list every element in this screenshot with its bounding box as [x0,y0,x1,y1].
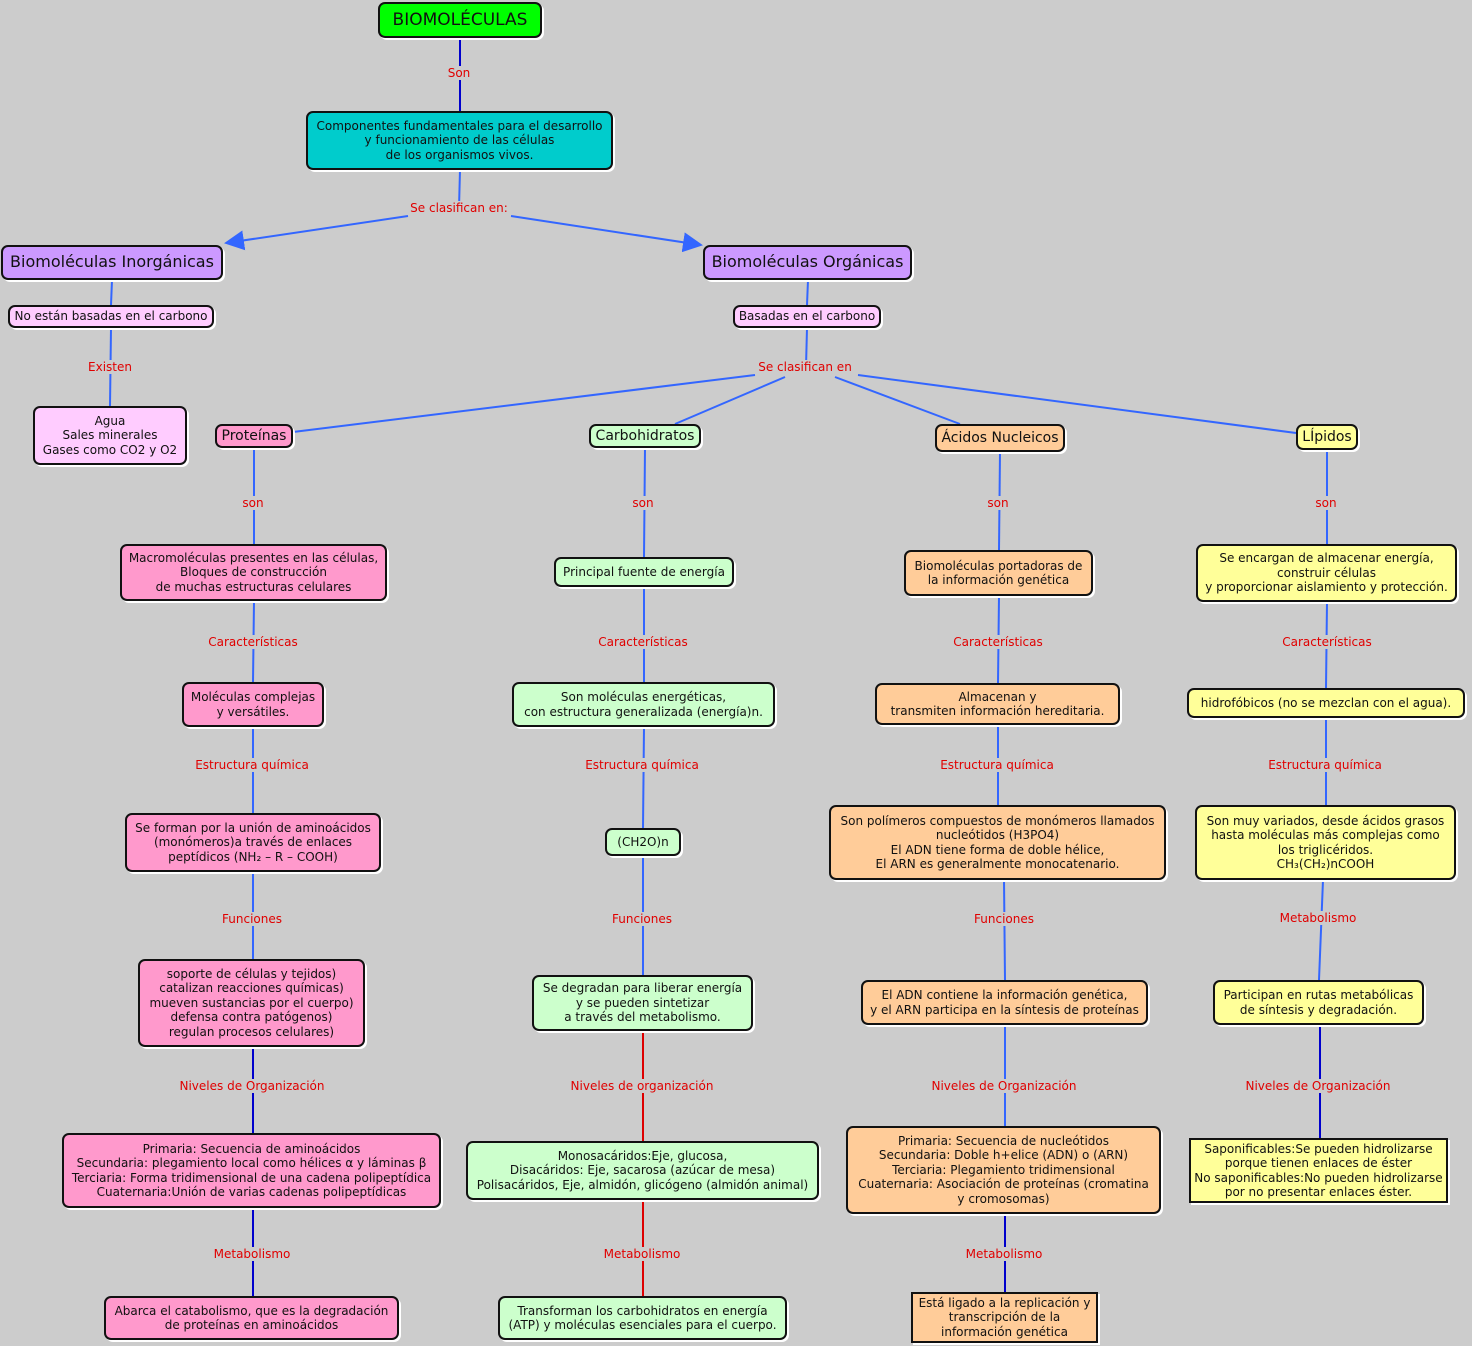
node-carbs-metabolism[interactable]: Transforman los carbohidratos en energía… [498,1296,787,1340]
node-carbs[interactable]: Carbohidratos [589,424,701,448]
node-title[interactable]: BIOMOLÉCULAS [378,2,542,38]
link-label-levels: Niveles de Organización [177,1079,327,1093]
node-proteins-metabolism[interactable]: Abarca el catabolismo, que es la degrada… [104,1296,399,1340]
link-label-levels: Niveles de Organización [1243,1079,1393,1093]
link-label-structure: Estructura química [938,758,1056,772]
link-label-classify: Se clasifican en [756,360,854,374]
node-proteins-definition[interactable]: Macromoléculas presentes en las células,… [120,544,387,601]
link-label-structure: Estructura química [583,758,701,772]
link-label-functions: Funciones [610,912,674,926]
node-lipids[interactable]: LÍpidos [1296,424,1358,450]
node-carbs-levels[interactable]: Monosacáridos:Eje, glucosa, Disacáridos:… [466,1141,819,1200]
node-proteins[interactable]: Proteínas [215,424,293,448]
node-proteins-functions[interactable]: soporte de células y tejidos) catalizan … [138,959,365,1047]
link-label-son: son [240,496,266,510]
link-label-characteristics: Características [1280,635,1374,649]
link-label-son: son [630,496,656,510]
node-nucleic-functions[interactable]: El ADN contiene la información genética,… [861,980,1148,1025]
node-nucleic[interactable]: Ácidos Nucleicos [935,424,1065,452]
node-nucleic-structure[interactable]: Son polímeros compuestos de monómeros ll… [829,805,1166,880]
link-label-metabolism: Metabolismo [211,1247,293,1261]
link-label-metabolism: Metabolismo [601,1247,683,1261]
node-inorganic[interactable]: Biomoléculas Inorgánicas [1,245,223,280]
link-label-characteristics: Características [596,635,690,649]
link-label-characteristics: Características [206,635,300,649]
node-carbs-definition[interactable]: Principal fuente de energía [554,557,734,587]
link-label-son: Son [445,66,473,80]
node-inorganic-list[interactable]: Agua Sales minerales Gases como CO2 y O2 [33,406,187,465]
node-organic[interactable]: Biomoléculas Orgánicas [703,245,912,280]
link-label-levels: Niveles de Organización [929,1079,1079,1093]
node-carbon[interactable]: Basadas en el carbono [733,305,881,328]
link-label-structure: Estructura química [1266,758,1384,772]
link-label-existen: Existen [86,360,134,374]
link-label-classify: Se clasifican en: [408,201,510,215]
node-not-carbon[interactable]: No están basadas en el carbono [8,305,214,328]
node-carbs-functions[interactable]: Se degradan para liberar energía y se pu… [532,975,753,1031]
node-proteins-levels[interactable]: Primaria: Secuencia de aminoácidos Secun… [62,1133,441,1208]
node-nucleic-definition[interactable]: Biomoléculas portadoras de la informació… [904,550,1093,596]
node-nucleic-characteristics[interactable]: Almacenan y transmiten información hered… [875,683,1120,725]
node-lipids-structure[interactable]: Son muy variados, desde ácidos grasos ha… [1195,805,1456,880]
node-nucleic-metabolism[interactable]: Está ligado a la replicación y transcrip… [911,1292,1098,1343]
node-lipids-metabolism[interactable]: Participan en rutas metabólicas de sínte… [1213,980,1424,1025]
link-label-levels: Niveles de organización [568,1079,716,1093]
link-label-structure: Estructura química [193,758,311,772]
link-label-son: son [1313,496,1339,510]
node-proteins-structure[interactable]: Se forman por la unión de aminoácidos (m… [125,813,381,872]
link-label-son: son [985,496,1011,510]
link-label-metabolism: Metabolismo [1277,911,1359,925]
link-label-functions: Funciones [972,912,1036,926]
node-nucleic-levels[interactable]: Primaria: Secuencia de nucleótidos Secun… [846,1126,1161,1214]
node-lipids-definition[interactable]: Se encargan de almacenar energía, constr… [1196,544,1457,602]
node-carbs-structure[interactable]: (CH2O)n [605,828,681,856]
node-components[interactable]: Componentes fundamentales para el desarr… [306,111,613,170]
link-label-functions: Funciones [220,912,284,926]
node-lipids-levels[interactable]: Saponificables:Se pueden hidrolizarse po… [1189,1138,1448,1203]
link-label-metabolism: Metabolismo [963,1247,1045,1261]
node-lipids-characteristics[interactable]: hidrofóbicos (no se mezclan con el agua)… [1187,688,1465,718]
node-carbs-characteristics[interactable]: Son moléculas energéticas, con estructur… [512,682,775,727]
link-label-characteristics: Características [951,635,1045,649]
node-proteins-characteristics[interactable]: Moléculas complejas y versátiles. [182,682,324,727]
